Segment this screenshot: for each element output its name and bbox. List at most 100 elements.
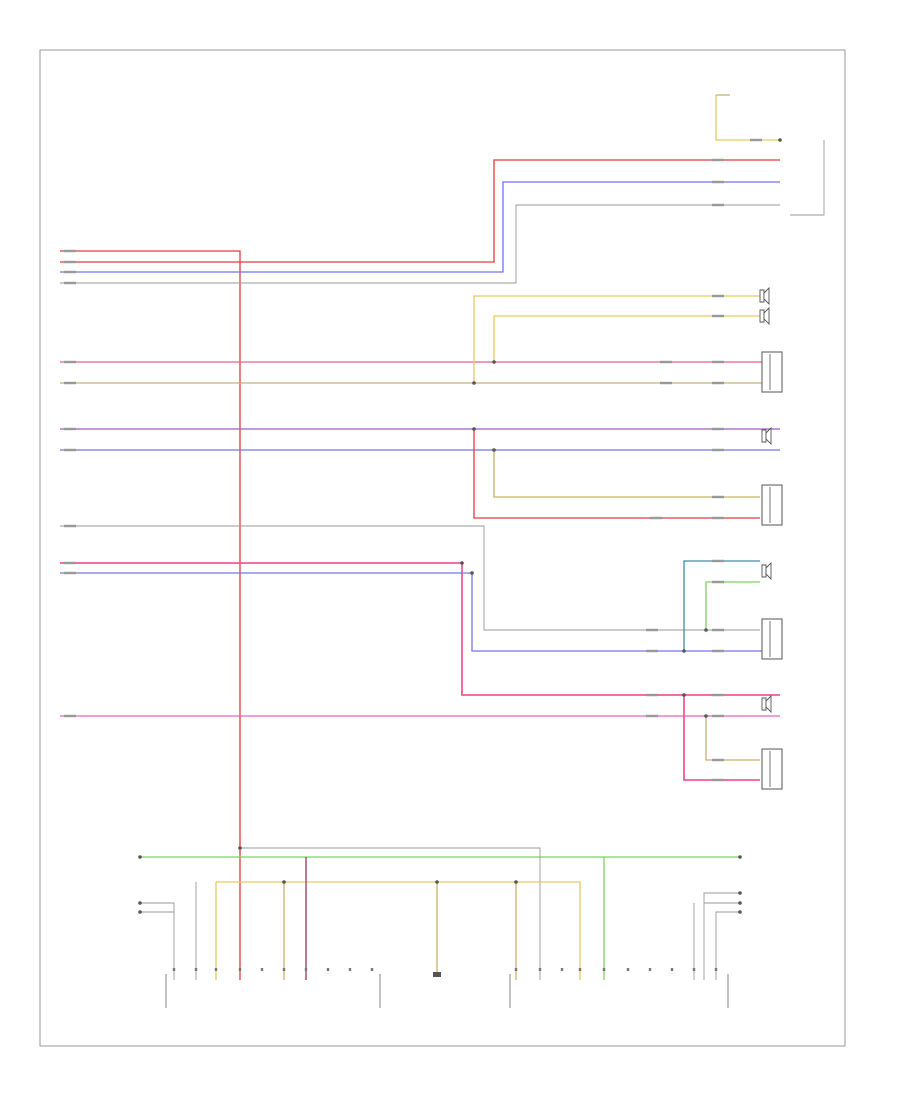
wire-tag (712, 693, 724, 697)
splice-dot (282, 880, 286, 884)
wire-tag (712, 628, 724, 632)
wire-tag (64, 571, 76, 575)
module-pin (348, 968, 352, 971)
splice-dot (514, 880, 518, 884)
wire (493, 315, 760, 362)
speaker-body (759, 289, 765, 303)
module-pin (260, 968, 264, 971)
wire-tag (64, 524, 76, 528)
wire (140, 902, 175, 980)
splice-dot (460, 561, 464, 565)
wire-tag (646, 693, 658, 697)
module-pin (648, 968, 652, 971)
module-pin (538, 968, 542, 971)
module-pin (194, 968, 198, 971)
module-pin (602, 968, 606, 971)
module-pin (670, 968, 674, 971)
splice-dot (682, 649, 686, 653)
splice-dot (138, 910, 142, 914)
wire-tag (750, 138, 762, 142)
module-pin (370, 968, 374, 971)
wire-tag (712, 158, 724, 162)
splice-dot (778, 138, 782, 142)
speaker-cone (765, 426, 772, 446)
splice-dots (138, 138, 782, 977)
wire-layer (60, 94, 825, 980)
connector-box (761, 484, 783, 526)
right-module-bracket (509, 974, 729, 1008)
wire (240, 847, 541, 980)
wire-tag (64, 260, 76, 264)
speaker-body (761, 564, 767, 578)
speaker-body (761, 429, 767, 443)
wire (60, 204, 780, 284)
splice-dot (138, 901, 142, 905)
module-pin (214, 968, 218, 971)
wire-tag (712, 516, 724, 520)
splice-dot (738, 910, 742, 914)
splice-dot (682, 693, 686, 697)
connector-box (761, 748, 783, 790)
module-pin (238, 968, 242, 971)
diagram-frame (39, 49, 846, 1047)
wire-tag (712, 649, 724, 653)
module-pin (578, 968, 582, 971)
splice-dot (704, 714, 708, 718)
splice-dot (472, 381, 476, 385)
ground-terminal (433, 972, 441, 977)
wire-labels (64, 138, 762, 782)
wire-tag (646, 649, 658, 653)
wire-tag (64, 427, 76, 431)
wire-tag (646, 628, 658, 632)
wire (473, 429, 760, 519)
module-pin (626, 968, 630, 971)
wire-tag (64, 561, 76, 565)
splice-dot (238, 846, 242, 850)
splice-dot (492, 448, 496, 452)
wire (60, 159, 780, 263)
module-pin (514, 968, 518, 971)
wire (715, 911, 740, 980)
splice-dot (738, 855, 742, 859)
wire-tag (712, 559, 724, 563)
wire-tag (64, 448, 76, 452)
wire (216, 881, 581, 980)
wire-tag (64, 360, 76, 364)
wire (683, 560, 760, 651)
wire-tag (64, 714, 76, 718)
speaker-cone (763, 306, 770, 326)
module-pin (560, 968, 564, 971)
wire (683, 695, 760, 781)
wire (715, 95, 780, 141)
wire-tag (712, 203, 724, 207)
wire-tag (712, 714, 724, 718)
wire-tag (64, 270, 76, 274)
module-pin (692, 968, 696, 971)
module-pin (172, 968, 176, 971)
wire (473, 295, 760, 383)
wire-tag (64, 381, 76, 385)
wire-tag (712, 495, 724, 499)
module-pin (326, 968, 330, 971)
wire-tag (712, 758, 724, 762)
wire-tag (712, 427, 724, 431)
splice-dot (435, 880, 439, 884)
wire-tag (64, 281, 76, 285)
wire-tag (650, 516, 662, 520)
wire (790, 140, 825, 216)
wire-tag (712, 360, 724, 364)
splice-dot (738, 891, 742, 895)
module-pin (304, 968, 308, 971)
wire-tag (712, 314, 724, 318)
wire-tag (712, 294, 724, 298)
splice-dot (472, 427, 476, 431)
splice-dot (138, 855, 142, 859)
wire-tag (646, 714, 658, 718)
splice-dot (470, 571, 474, 575)
left-module-bracket (165, 974, 381, 1008)
speaker-body (761, 697, 767, 711)
speaker-cone (763, 286, 770, 306)
component-layer (165, 286, 783, 1008)
connector-box (761, 351, 783, 393)
wire-tag (712, 448, 724, 452)
